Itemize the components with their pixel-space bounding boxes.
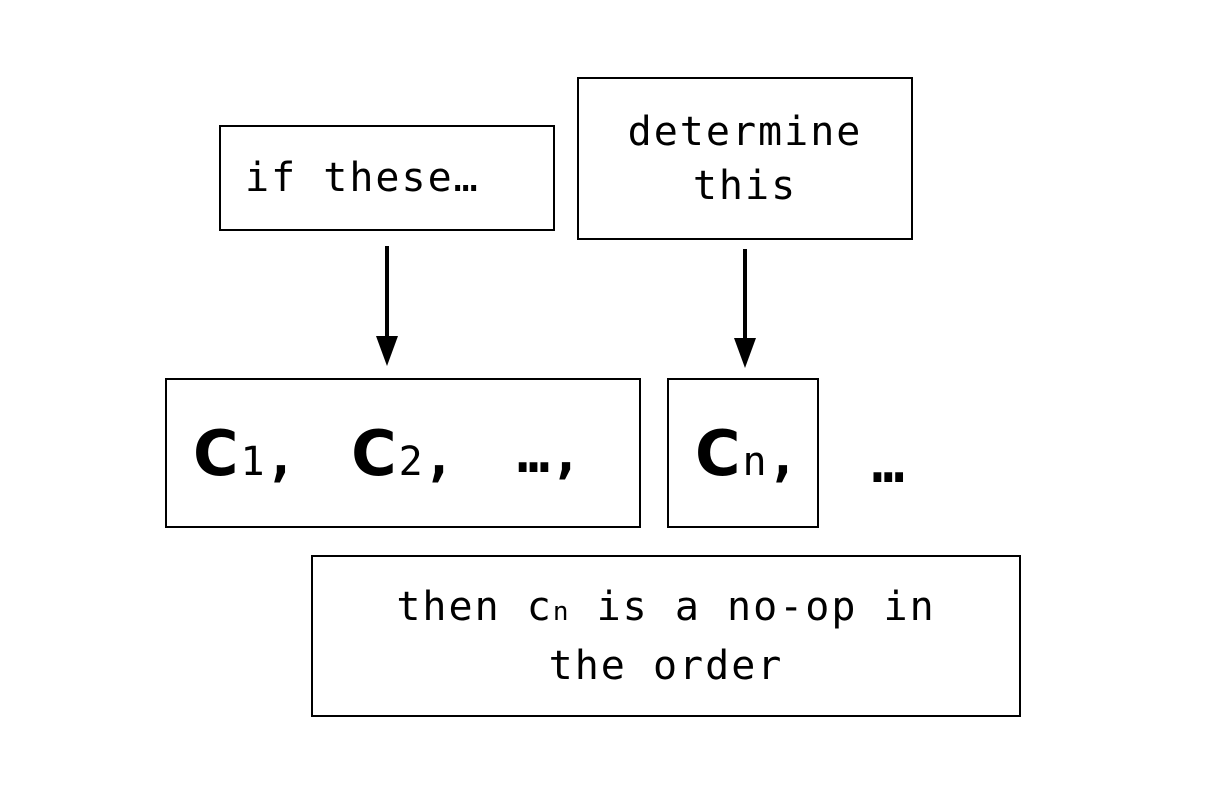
determine-label-line2: this [692,162,798,209]
c1-letter: C [193,416,239,490]
c1-comma: , [264,424,298,488]
arrow-if-to-sequence [376,246,398,366]
c2-letter: C [351,416,397,490]
c1-subscript: 1 [240,438,265,485]
if-these-label: if these… [245,155,480,201]
cn-letter: C [695,416,741,490]
then-c: c [526,583,553,630]
c2-subscript: 2 [398,438,423,485]
determine-label-line1: determine [627,108,863,155]
then-line2: the order [548,642,784,689]
if-these-box: if these… [219,125,555,231]
trailing-ellipsis: … [872,432,905,495]
sequence-ellipsis: …, [517,421,583,485]
then-line1: then cn is a no-op in [396,580,935,639]
then-noop-box: then cn is a no-op in the order [311,555,1021,717]
then-c-subscript: n [552,596,571,627]
cn-comma: , [766,424,800,488]
determine-this-box: determine this [577,77,913,240]
then-pre: then [396,583,527,630]
then-post: is a no-op in [570,583,936,630]
cn-subscript: n [742,438,767,485]
c2-comma: , [422,424,456,488]
arrow-determine-to-cn [734,249,756,368]
